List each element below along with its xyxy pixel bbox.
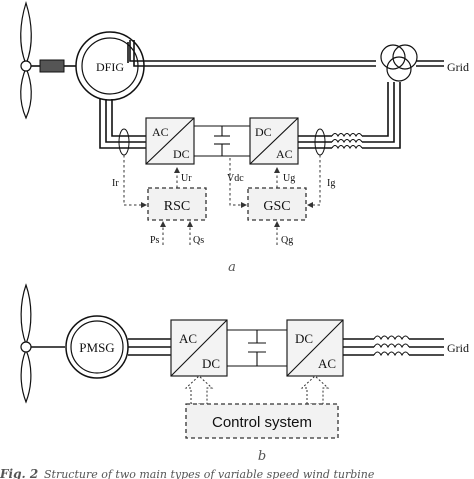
figure-b: PMSG AC DC DC AC Grid [20,283,469,464]
gsc-box [247,187,307,221]
caption-text: Structure of two main types of variable … [44,468,375,479]
converter-a-left-bottom: DC [173,147,190,161]
signal-qs: Qs [193,235,204,246]
signal-qg: Qg [281,235,293,246]
grid-label-b: Grid [447,341,469,355]
caption-prefix: Fig. 2 [0,467,38,479]
gearbox-a [39,59,65,73]
converter-a-right-bottom: AC [276,147,293,161]
signal-ur: Ur [181,173,192,184]
grid-inductors-b [373,335,410,357]
sublabel-b: b [258,449,266,464]
converter-a-left-top: AC [152,125,169,139]
converter-b-left-bottom: DC [202,356,220,371]
pmsg-label: PMSG [79,340,114,355]
sublabel-a: a [228,260,236,275]
rsc-label: RSC [164,199,190,214]
control-system-label: Control system [212,414,312,431]
signal-ig: Ig [327,178,335,189]
signal-vdc: Vdc [227,173,244,184]
dfig-label: DFIG [96,60,124,74]
converter-a-right-top: DC [255,125,272,139]
control-system-box [185,403,339,439]
signal-ug: Ug [283,173,295,184]
turbine-blades-b [20,283,32,404]
converter-b-left-top: AC [179,331,197,346]
transformer-a [380,44,418,82]
figure-a: DFIG Grid AC DC DC AC [20,1,469,275]
grid-inductors-a [331,132,363,150]
turbine-blades-a [20,1,32,120]
control-arrows-b [184,375,330,405]
gsc-label: GSC [263,199,290,214]
signal-ps: Ps [150,235,160,246]
figure-caption: Fig. 2 Structure of two main types of va… [0,467,375,479]
converter-b-right-bottom: AC [318,356,336,371]
signal-ir: Ir [112,178,119,189]
converter-b-right-top: DC [295,331,313,346]
grid-label-a: Grid [447,60,469,74]
